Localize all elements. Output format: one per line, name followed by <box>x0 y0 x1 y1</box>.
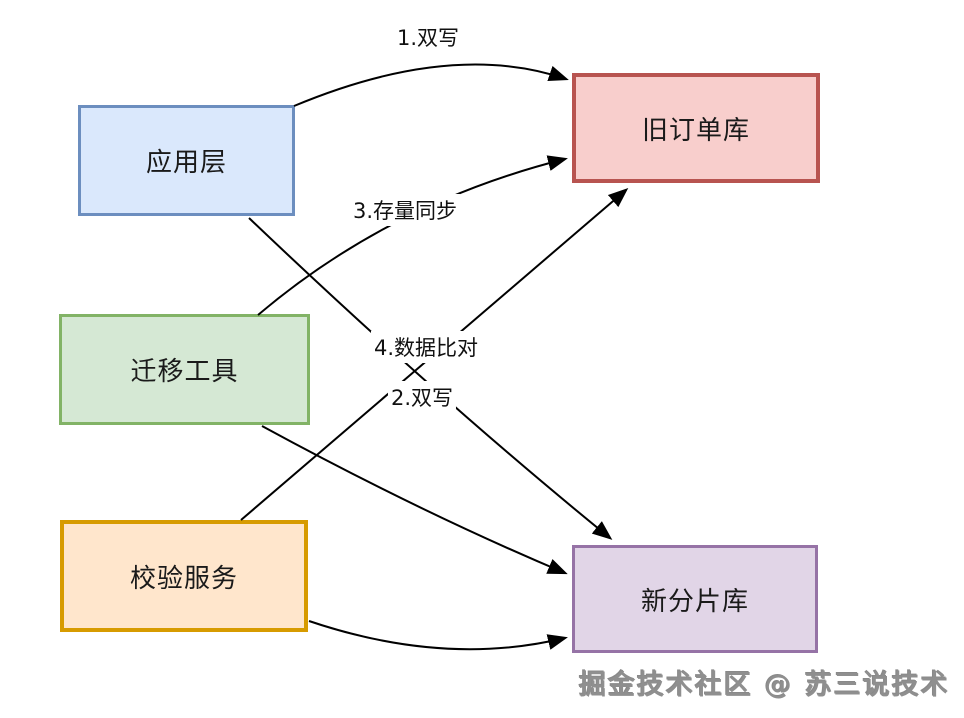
edge-label-data-compare: 4.数据比对 <box>370 331 482 363</box>
node-app-layer-label: 应用层 <box>145 148 227 178</box>
watermark-text: 掘金技术社区 @ 苏三说技术 <box>579 670 950 701</box>
node-new-shard-db: 新分片库 <box>572 545 818 653</box>
node-check-service-label: 校验服务 <box>129 563 238 594</box>
edge-app-to-old-db-double-write <box>293 63 569 107</box>
node-new-shard-db-label: 新分片库 <box>640 586 749 617</box>
edge-label-double-write-old: 1.双写 <box>393 21 463 53</box>
node-migration-tool-label: 迁移工具 <box>130 357 239 387</box>
edge-label-double-write-new: 2.双写 <box>387 381 457 413</box>
node-migration-tool: 迁移工具 <box>59 314 310 425</box>
node-check-service: 校验服务 <box>60 520 308 632</box>
node-old-order-db: 旧订单库 <box>572 73 820 183</box>
node-old-order-db-label: 旧订单库 <box>641 115 750 146</box>
edge-check-to-new-db-data-compare <box>308 620 568 651</box>
node-app-layer: 应用层 <box>78 105 295 216</box>
edge-migration-to-old-db-stock-sync <box>257 155 568 316</box>
edge-label-stock-sync: 3.存量同步 <box>349 194 461 226</box>
